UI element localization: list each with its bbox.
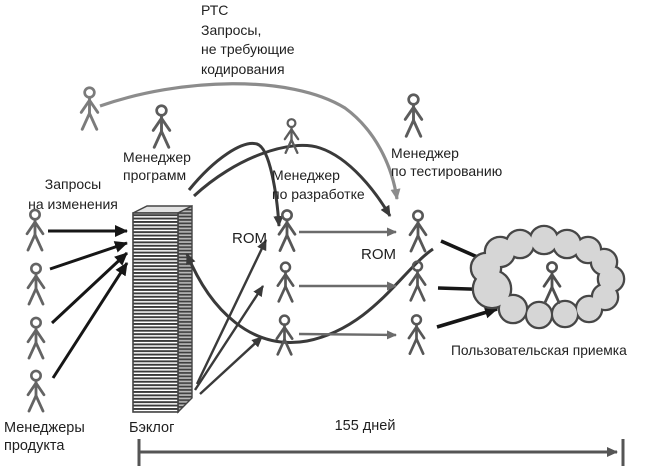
- tester-icon-3: [407, 314, 426, 355]
- backlog-to-dev-arrows: [193, 239, 268, 395]
- flow-curves: [99, 82, 434, 344]
- change-request-arrows: [48, 225, 129, 379]
- product-manager-icon-4: [26, 369, 46, 413]
- end-user-icon: [542, 260, 562, 305]
- tester-icon-1: [408, 209, 428, 253]
- backlog-stack-icon: [132, 204, 193, 414]
- timeline: [137, 439, 625, 466]
- ptc-bypass-curve: [99, 82, 401, 200]
- product-manager-icon-2: [26, 262, 46, 306]
- developer-icon-1: [277, 208, 297, 253]
- test-manager-icon: [403, 93, 424, 138]
- rom-return-curve: [185, 247, 434, 344]
- user-acceptance-cloud-icon: [469, 224, 626, 330]
- tester-icon-2: [408, 260, 427, 302]
- dev-to-test-arrows: [298, 227, 397, 340]
- stakeholder-person-icon: [79, 86, 100, 131]
- developer-icon-2: [276, 261, 295, 303]
- product-manager-icon-1: [25, 208, 45, 252]
- rom-request-curve-right: [192, 143, 392, 217]
- product-manager-icon-3: [26, 316, 46, 360]
- program-manager-icon: [151, 104, 172, 149]
- rom-request-curve-left: [187, 141, 284, 227]
- dev-manager-icon: [283, 118, 300, 154]
- developer-icon-3: [275, 314, 294, 356]
